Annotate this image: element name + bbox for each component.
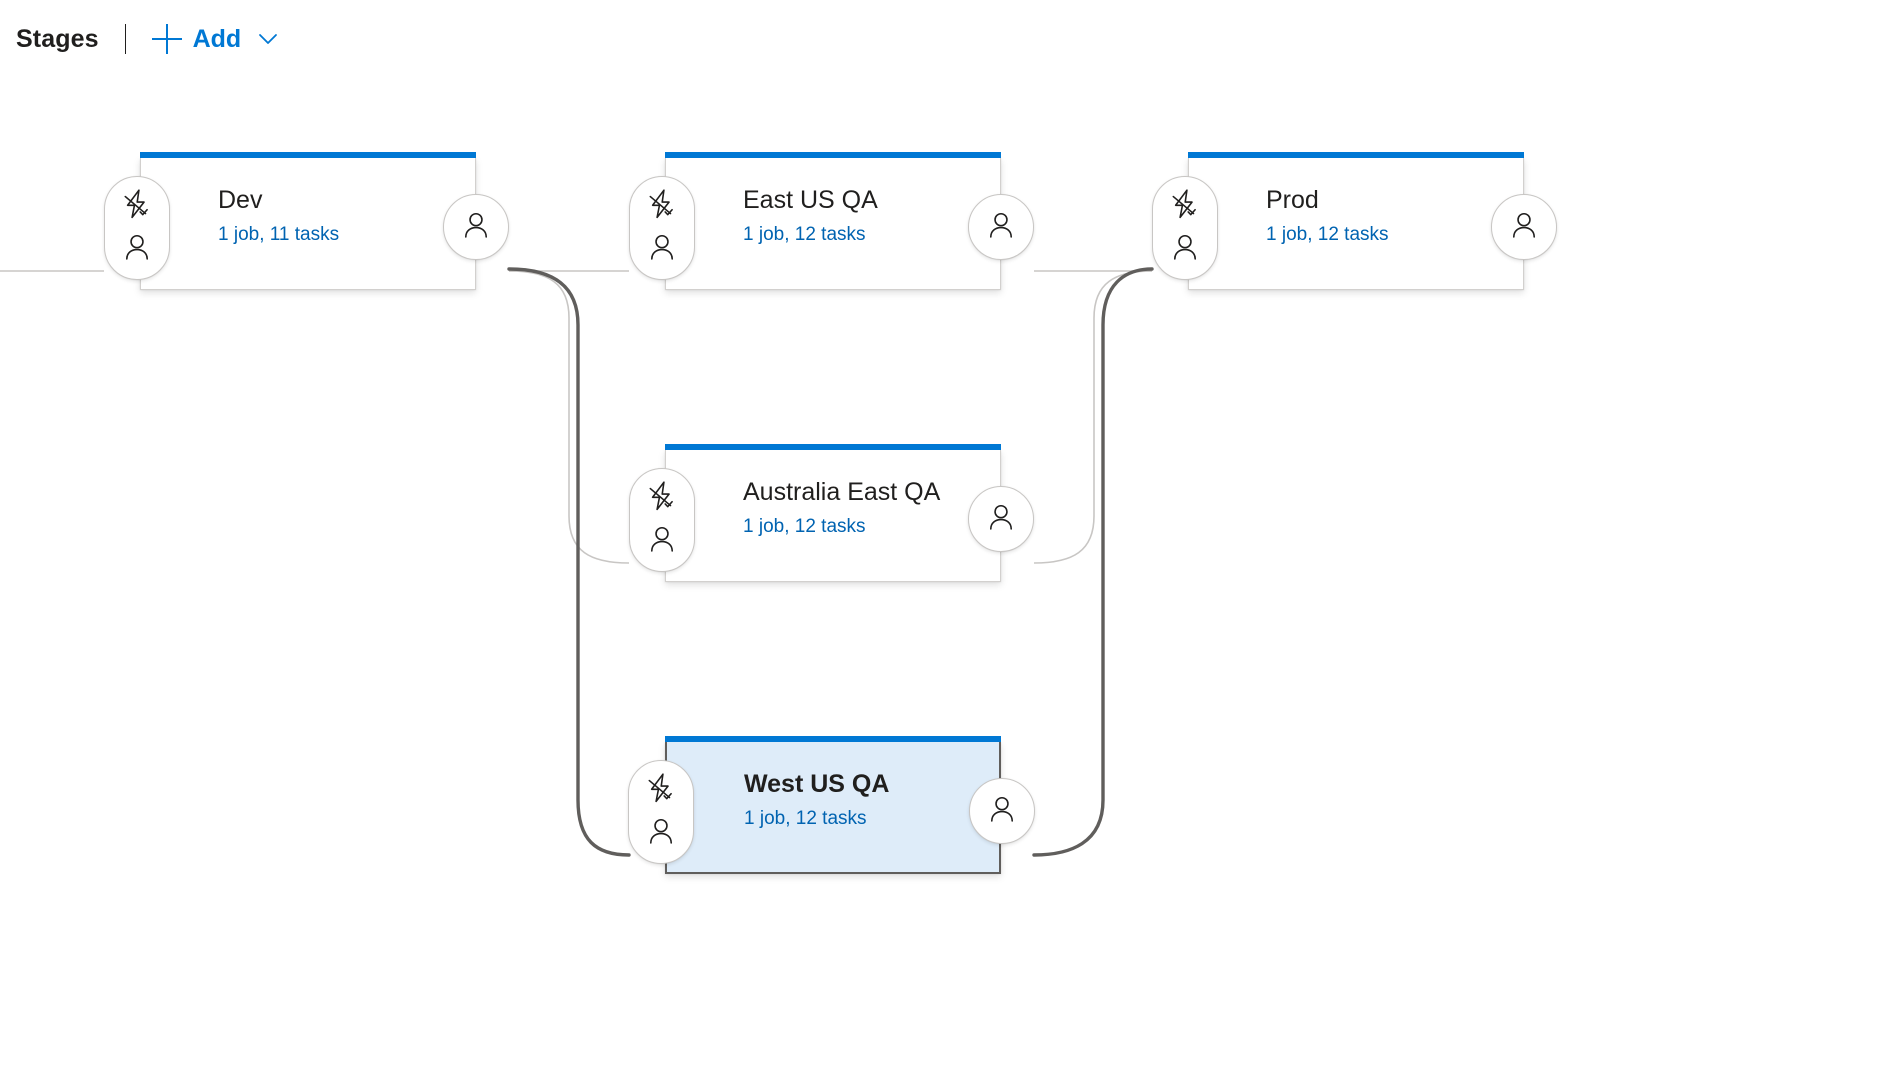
stage-name: Dev — [218, 186, 263, 214]
stage-card[interactable]: Dev 1 job, 11 tasks — [140, 152, 476, 290]
stage-summary[interactable]: 1 job, 12 tasks — [744, 807, 867, 829]
edge-dev-to-west-us-qa-highlight — [507, 267, 631, 857]
stage-name: Prod — [1266, 186, 1319, 214]
stages-toolbar: Stages Add — [0, 0, 1889, 78]
person-approval-icon — [459, 208, 493, 247]
add-stage-label: Add — [192, 24, 242, 53]
person-approval-icon — [644, 814, 678, 853]
trigger-bolt-icon — [645, 479, 679, 518]
chevron-down-icon[interactable] — [257, 28, 279, 50]
person-approval-icon — [1168, 230, 1202, 269]
stage-card[interactable]: Australia East QA 1 job, 12 tasks — [665, 444, 1001, 582]
stage-card-body: Australia East QA 1 job, 12 tasks — [743, 450, 990, 581]
trigger-bolt-icon — [120, 187, 154, 226]
stage-name: Australia East QA — [743, 478, 941, 506]
post-deployment-conditions-badge[interactable] — [969, 778, 1035, 844]
stage-card-body: East US QA 1 job, 12 tasks — [743, 158, 990, 289]
stage-accent-bar — [1188, 152, 1524, 158]
edge-australia-east-qa-to-prod — [1033, 270, 1153, 564]
person-approval-icon — [1507, 208, 1541, 247]
post-deployment-conditions-badge[interactable] — [968, 486, 1034, 552]
post-deployment-conditions-badge[interactable] — [1491, 194, 1557, 260]
person-approval-icon — [645, 230, 679, 269]
person-approval-icon — [984, 500, 1018, 539]
stage-accent-bar — [665, 736, 1001, 742]
pre-deployment-conditions-badge[interactable] — [628, 760, 694, 864]
pre-deployment-conditions-badge[interactable] — [104, 176, 170, 280]
pre-deployment-conditions-badge[interactable] — [629, 176, 695, 280]
person-approval-icon — [120, 230, 154, 269]
stage-node-west-us-qa[interactable]: West US QA 1 job, 12 tasks — [628, 736, 1035, 874]
stage-card-body: Dev 1 job, 11 tasks — [218, 158, 465, 289]
stage-node-east-us-qa[interactable]: East US QA 1 job, 12 tasks — [629, 152, 1034, 290]
plus-icon — [151, 24, 182, 54]
stage-card[interactable]: Prod 1 job, 12 tasks — [1188, 152, 1524, 290]
post-deployment-conditions-badge[interactable] — [968, 194, 1034, 260]
edge-dev-to-australia-east-qa — [508, 270, 630, 564]
toolbar-divider — [124, 24, 126, 54]
stage-card-body: Prod 1 job, 12 tasks — [1266, 158, 1513, 289]
pre-deployment-conditions-badge[interactable] — [1152, 176, 1218, 280]
person-approval-icon — [984, 208, 1018, 247]
stage-summary[interactable]: 1 job, 12 tasks — [743, 515, 866, 537]
page-title: Stages — [16, 24, 99, 53]
trigger-bolt-icon — [1168, 187, 1202, 226]
stage-summary[interactable]: 1 job, 11 tasks — [218, 223, 340, 245]
trigger-bolt-icon — [645, 187, 679, 226]
person-approval-icon — [645, 522, 679, 561]
stage-node-australia-east-qa[interactable]: Australia East QA 1 job, 12 tasks — [629, 444, 1034, 582]
stage-node-prod[interactable]: Prod 1 job, 12 tasks — [1152, 152, 1557, 290]
pre-deployment-conditions-badge[interactable] — [629, 468, 695, 572]
stage-node-dev[interactable]: Dev 1 job, 11 tasks — [104, 152, 509, 290]
stage-accent-bar — [140, 152, 476, 158]
stage-name: East US QA — [743, 186, 878, 214]
stage-name: West US QA — [744, 770, 890, 798]
stage-card[interactable]: East US QA 1 job, 12 tasks — [665, 152, 1001, 290]
trigger-bolt-icon — [644, 771, 678, 810]
post-deployment-conditions-badge[interactable] — [443, 194, 509, 260]
stage-card-body: West US QA 1 job, 12 tasks — [744, 742, 989, 872]
add-stage-button[interactable]: Add — [150, 20, 244, 58]
edge-west-us-qa-to-prod-highlight — [1032, 267, 1154, 857]
stage-summary[interactable]: 1 job, 12 tasks — [743, 223, 866, 245]
stage-summary[interactable]: 1 job, 12 tasks — [1266, 223, 1389, 245]
stage-accent-bar — [665, 152, 1001, 158]
stage-card[interactable]: West US QA 1 job, 12 tasks — [665, 736, 1001, 874]
person-approval-icon — [985, 792, 1019, 831]
stage-accent-bar — [665, 444, 1001, 450]
